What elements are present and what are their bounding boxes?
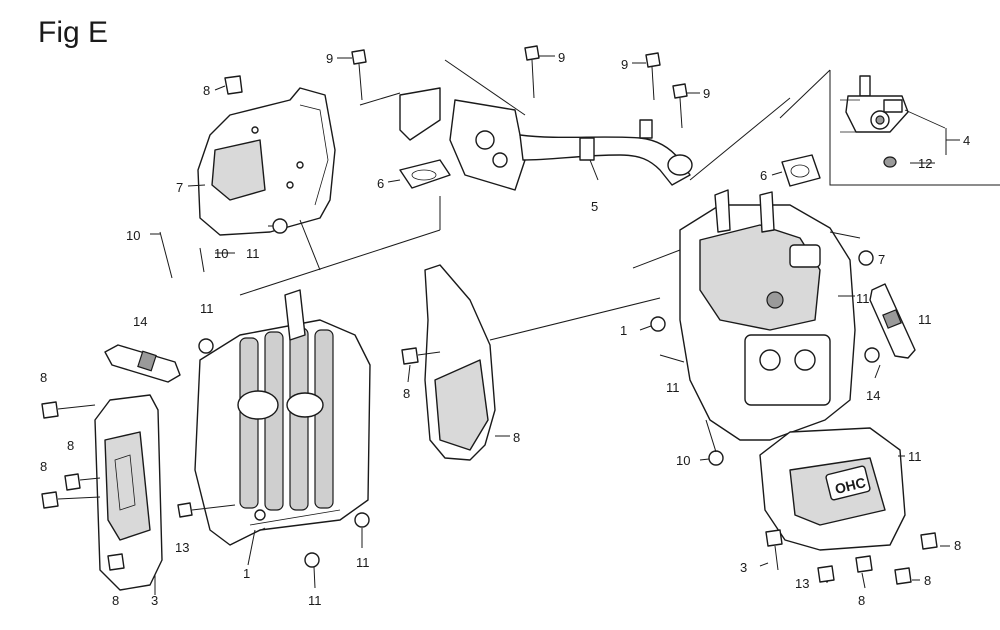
callout-12: 12 bbox=[918, 156, 932, 171]
callout-8: 8 bbox=[403, 386, 410, 401]
callout-4: 4 bbox=[963, 133, 970, 148]
manifold-assembly bbox=[359, 59, 791, 191]
callout-8: 8 bbox=[924, 573, 931, 588]
callout-13: 13 bbox=[175, 540, 189, 555]
callout-8: 8 bbox=[954, 538, 961, 553]
spark-plug-left bbox=[104, 344, 181, 383]
callout-8: 8 bbox=[858, 593, 865, 608]
callout-14: 11 bbox=[918, 312, 932, 327]
callout-9: 9 bbox=[621, 57, 628, 72]
callout-8: 8 bbox=[40, 459, 47, 474]
callout-11: 1 bbox=[620, 323, 627, 338]
callout-8: 8 bbox=[203, 83, 210, 98]
callout-9: 9 bbox=[558, 50, 565, 65]
callout-7: 8 bbox=[513, 430, 520, 445]
inset-valve-part bbox=[840, 75, 946, 168]
cylinder-shroud-middle bbox=[424, 264, 496, 461]
callout-8: 8 bbox=[112, 593, 119, 608]
cylinder-head-right bbox=[679, 189, 856, 441]
callout-6: 6 bbox=[760, 168, 767, 183]
callout-14: 14 bbox=[133, 314, 147, 329]
callout-11: 14 bbox=[866, 388, 880, 403]
callout-11: 7 bbox=[878, 252, 885, 267]
callout-1: 1 bbox=[243, 566, 250, 581]
callout-11: 11 bbox=[200, 301, 214, 316]
callout-8: 8 bbox=[67, 438, 74, 453]
cylinder-shroud-upper bbox=[197, 87, 336, 236]
callout-1: 11 bbox=[856, 291, 870, 306]
callout-11: 10 bbox=[676, 453, 690, 468]
callout-8: 8 bbox=[40, 370, 47, 385]
leader-lines bbox=[150, 55, 960, 595]
callout-3: 11 bbox=[908, 449, 922, 464]
ohc-marking: OHC bbox=[833, 474, 867, 497]
callout-7: 7 bbox=[176, 180, 183, 195]
cylinder-block-left bbox=[194, 289, 371, 546]
callout-8: 13 bbox=[795, 576, 809, 591]
callout-6: 6 bbox=[377, 176, 384, 191]
inset-frame bbox=[779, 69, 1000, 186]
callout-10: 11 bbox=[666, 380, 680, 395]
fasteners bbox=[41, 45, 938, 585]
gasket-left bbox=[399, 159, 451, 189]
callout-5: 5 bbox=[591, 199, 598, 214]
callout-9: 9 bbox=[326, 51, 333, 66]
callout-10: 10 bbox=[214, 246, 228, 261]
figure-title: Fig E bbox=[38, 16, 109, 49]
callout-labels: 8 7 9 9 9 9 6 5 6 4 12 10 10 11 11 14 8 … bbox=[40, 50, 970, 608]
callout-11: 11 bbox=[246, 246, 260, 261]
spark-plug-right bbox=[869, 283, 916, 359]
callout-9: 9 bbox=[703, 86, 710, 101]
callout-10: 10 bbox=[126, 228, 140, 243]
head-cover-right: OHC bbox=[759, 427, 906, 551]
head-cover-left bbox=[94, 394, 163, 591]
callout-13: 3 bbox=[740, 560, 747, 575]
gasket-right bbox=[781, 154, 821, 187]
callout-3: 3 bbox=[151, 593, 158, 608]
callout-11: 11 bbox=[308, 593, 322, 608]
callout-11: 11 bbox=[356, 555, 370, 570]
